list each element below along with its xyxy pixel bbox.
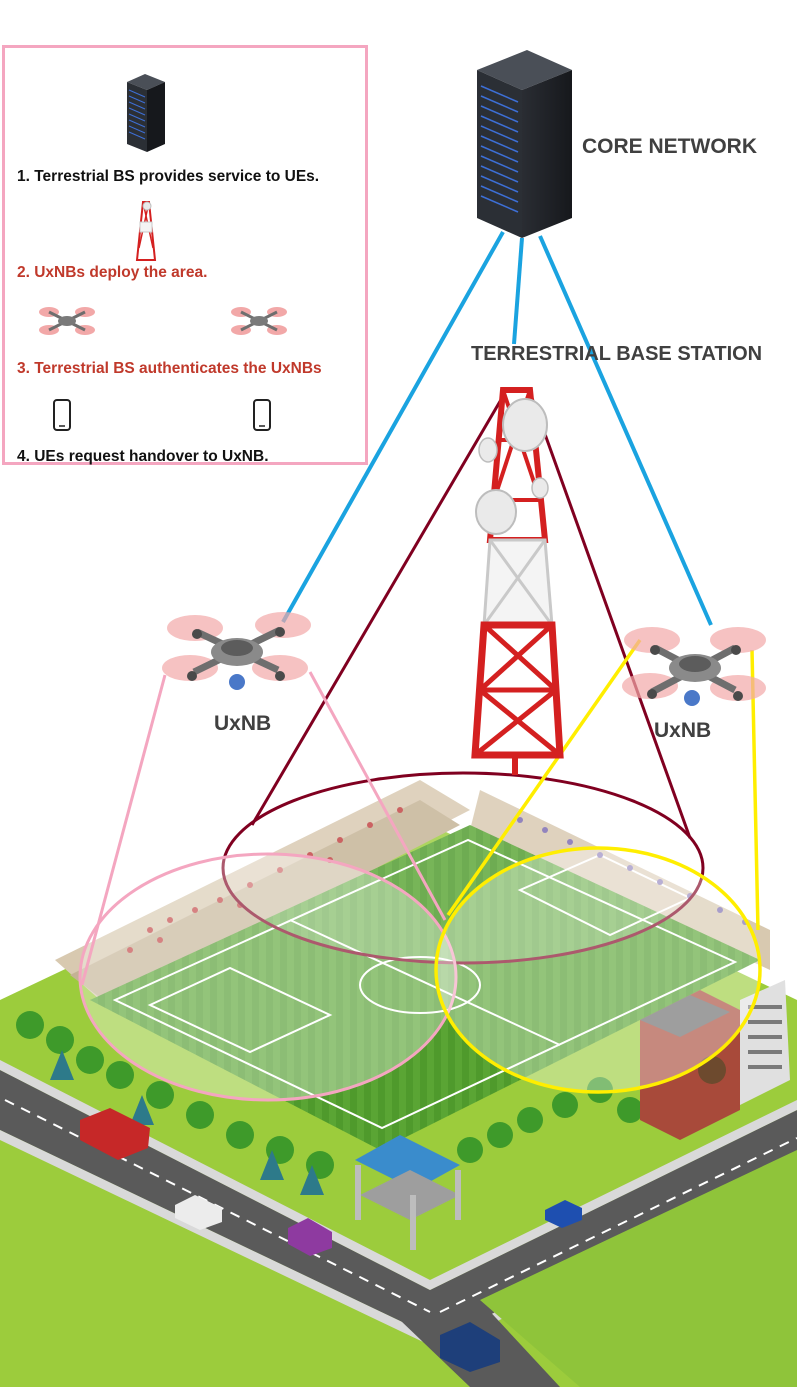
core-network-label: CORE NETWORK — [582, 135, 757, 158]
legend-step-1: 1. Terrestrial BS provides service to UE… — [17, 168, 320, 185]
legend-step-4: 4. UEs request handover to UxNB. — [17, 448, 269, 465]
base-station-tower-icon — [471, 387, 564, 775]
uxnb-right-drone-icon — [622, 627, 766, 706]
core-network-server-icon — [477, 50, 572, 238]
base-station-label: TERRESTRIAL BASE STATION — [471, 343, 763, 365]
uxnb-left-label: UxNB — [214, 712, 272, 735]
stage — [355, 1135, 461, 1250]
stadium — [55, 780, 770, 1150]
legend-panel: 1. Terrestrial BS provides service to UE… — [2, 45, 368, 465]
left-uxnb-coverage-ellipse — [78, 852, 458, 1102]
bs-coverage-cone — [250, 397, 692, 839]
buildings — [640, 980, 790, 1140]
drone-icon — [231, 307, 287, 335]
drone-icon — [39, 307, 95, 335]
uxnb-left-drone-icon — [162, 612, 311, 690]
server-rack-icon — [127, 74, 165, 152]
smartphone-icon — [253, 399, 271, 431]
backhaul-links — [281, 231, 713, 626]
vehicles — [80, 1108, 582, 1372]
legend-step-2: 2. UxNBs deploy the area. — [17, 264, 208, 281]
trees — [16, 1011, 643, 1195]
smartphone-icon — [53, 399, 71, 431]
cell-tower-icon — [135, 201, 157, 261]
bs-coverage-ellipse — [221, 771, 705, 965]
right-uxnb-coverage-ellipse — [434, 846, 762, 1094]
uxnb-right-label: UxNB — [654, 719, 712, 742]
legend-step-3: 3. Terrestrial BS authenticates the UxNB… — [17, 360, 322, 377]
left-uxnb-cone — [80, 671, 447, 986]
